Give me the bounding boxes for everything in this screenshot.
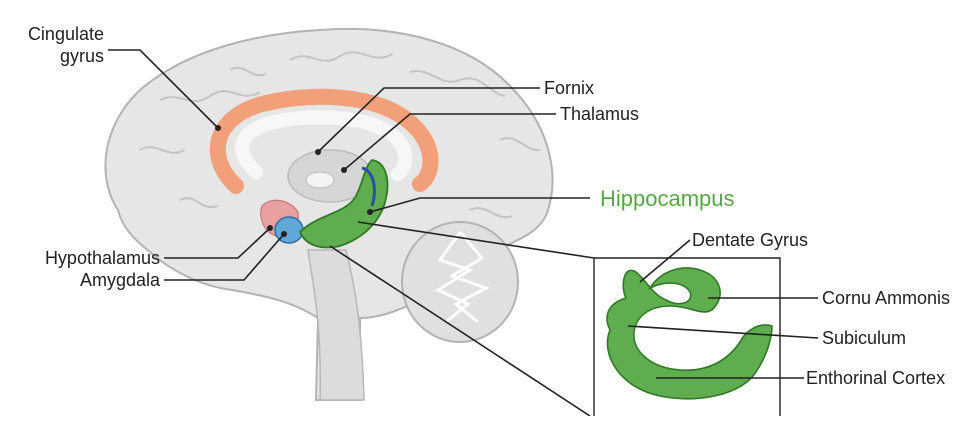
label-cingulate-line2: gyrus xyxy=(60,46,104,66)
label-dentate-gyrus: Dentate Gyrus xyxy=(692,230,808,250)
cerebellum xyxy=(402,222,518,342)
label-subiculum: Subiculum xyxy=(822,328,906,348)
label-cornu-ammonis: Cornu Ammonis xyxy=(822,288,950,308)
label-fornix: Fornix xyxy=(544,78,594,98)
label-amygdala: Amygdala xyxy=(80,270,161,290)
label-hippocampus: Hippocampus xyxy=(600,186,735,211)
label-cingulate-line1: Cingulate xyxy=(28,24,104,44)
label-hypothalamus: Hypothalamus xyxy=(45,248,160,268)
label-enthorinal-cortex: Enthorinal Cortex xyxy=(806,368,945,388)
label-thalamus: Thalamus xyxy=(560,104,639,124)
